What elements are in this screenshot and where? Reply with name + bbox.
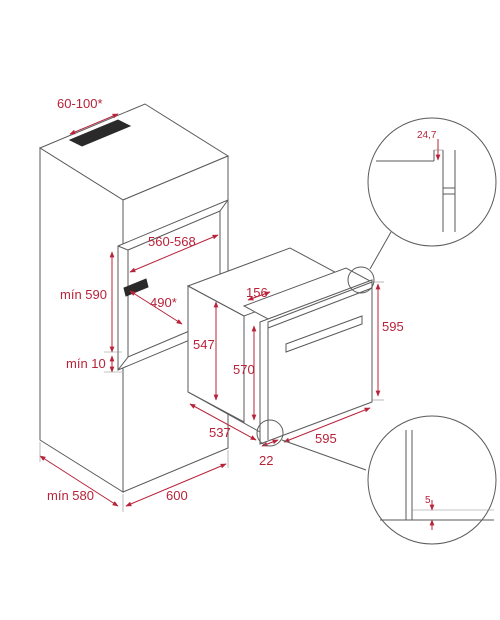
- cooktop-gap-dimension: [69, 113, 119, 135]
- detail-bottom-label: 5: [425, 495, 431, 506]
- niche-width-dimension: [129, 234, 219, 273]
- oven-width-dimension: [283, 407, 371, 443]
- oven-front-thickness-label: 22: [259, 453, 273, 468]
- oven-front-face: [259, 279, 373, 445]
- dimension-labels: 60-100* mín 590 mín 10 mín 580 600 560-5…: [47, 96, 437, 506]
- cabinet-depth-label: mín 580: [47, 488, 94, 503]
- oven-front-edge: [267, 281, 373, 329]
- detail-top-label: 24,7: [417, 130, 437, 141]
- cabinet-left-face: [39, 147, 124, 493]
- oven-width-label: 595: [315, 431, 337, 446]
- niche-depth-dimension: [129, 290, 183, 325]
- niche-width-label: 560-568: [148, 234, 196, 249]
- detail-bottom-magnified: [367, 415, 497, 545]
- detail-bottom-profile: [380, 430, 494, 521]
- oven-door-handle: [285, 315, 363, 353]
- cooktop-gap-label: 60-100*: [57, 96, 103, 111]
- cabinet-dimensions: [39, 113, 229, 512]
- detail-top-profile: [376, 149, 456, 232]
- detail-top-marker: [347, 266, 375, 294]
- cabinet-width-label: 600: [166, 488, 188, 503]
- detail-bottom-marker: [256, 419, 284, 447]
- oven-depth-label: 537: [209, 425, 231, 440]
- cabinet-width-dimension: [125, 463, 227, 507]
- detail-bottom: [256, 415, 497, 545]
- detail-top: [347, 117, 497, 294]
- oven-total-height-label: 595: [382, 319, 404, 334]
- cabinet-height-label: mín 590: [60, 287, 107, 302]
- oven-front-height-label: 570: [233, 362, 255, 377]
- oven-body-height-label: 547: [193, 337, 215, 352]
- niche-depth-label: 490*: [150, 295, 177, 310]
- cabinet-depth-dimension: [39, 455, 119, 507]
- oven: [186, 247, 374, 445]
- oven-depth-dimension: [189, 403, 257, 441]
- oven-panel-dimension: [247, 291, 271, 301]
- detail-top-magnified: [367, 117, 497, 247]
- bottom-gap-label: mín 10: [66, 356, 106, 371]
- oven-panel-label: 156: [246, 285, 268, 300]
